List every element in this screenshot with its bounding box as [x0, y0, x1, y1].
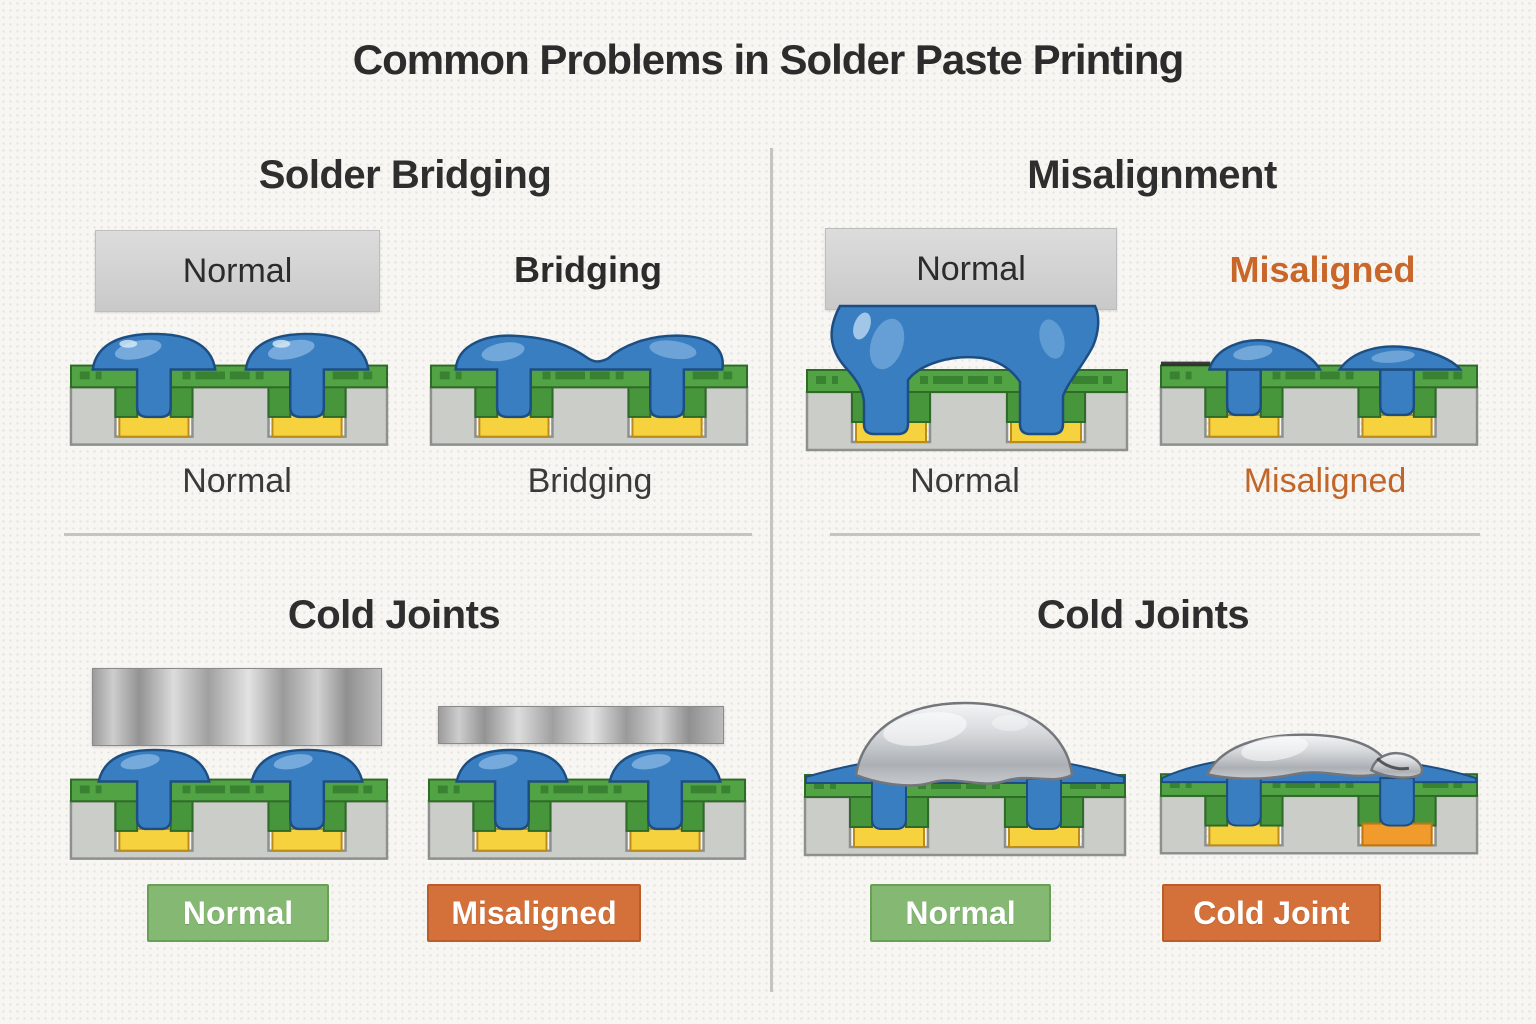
stencil-bar-thin	[438, 706, 724, 744]
stencil-block: Normal	[825, 228, 1117, 310]
pcb-cross-section-reflow-normal	[803, 701, 1127, 857]
pcb-cross-section-bridging-defect	[429, 334, 749, 446]
pcb-cross-section-coldjoint-normal-paste	[69, 748, 389, 860]
stencil-bar	[92, 668, 382, 746]
heading-cold-joints-right: Cold Joints	[1036, 592, 1250, 637]
panel-bottom-label: Bridging	[527, 461, 653, 500]
heading-solder-bridging: Solder Bridging	[258, 152, 552, 197]
pcb-cross-section-misalignment-defect	[1159, 339, 1479, 446]
stencil-block-label: Normal	[916, 249, 1026, 288]
status-badge-normal: Normal	[147, 884, 329, 942]
panel-bottom-label: Normal	[910, 461, 1020, 500]
panel-top-label-bridging: Bridging	[514, 249, 662, 290]
stencil-block-label: Normal	[182, 251, 293, 290]
page-title: Common Problems in Solder Paste Printing	[352, 36, 1184, 83]
status-badge-normal: Normal	[870, 884, 1051, 942]
panel-bottom-label: Normal	[182, 461, 292, 500]
vertical-divider	[770, 148, 773, 992]
stencil-block: Normal	[95, 230, 380, 312]
horizontal-divider-right	[830, 533, 1480, 536]
heading-cold-joints-left: Cold Joints	[287, 592, 501, 637]
pcb-cross-section-reflow-coldjoint	[1159, 733, 1479, 855]
pcb-cross-section-bridging-normal	[69, 332, 389, 446]
heading-misalignment: Misalignment	[1027, 152, 1277, 197]
panel-top-label-misaligned: Misaligned	[1229, 249, 1416, 290]
status-badge-misaligned: Misaligned	[427, 884, 641, 942]
pcb-cross-section-misalignment-normal	[805, 304, 1129, 452]
pcb-cross-section-coldjoint-misaligned-paste	[427, 748, 747, 860]
status-badge-cold-joint: Cold Joint	[1162, 884, 1381, 942]
horizontal-divider-left	[64, 533, 752, 536]
panel-bottom-label: Misaligned	[1243, 461, 1407, 500]
